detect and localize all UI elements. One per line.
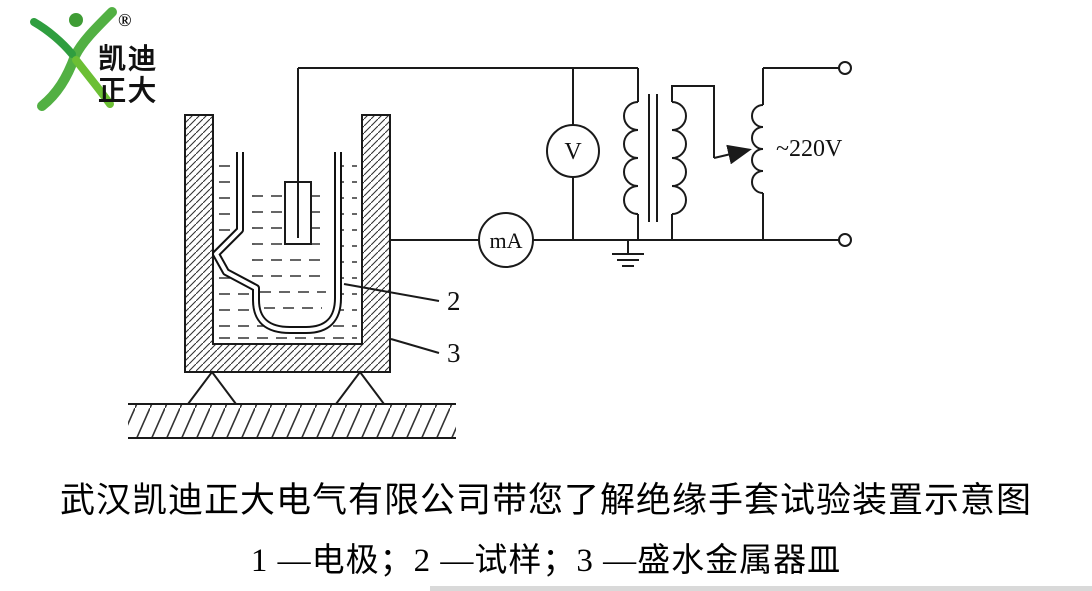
caption-legend: 1 —电极；2 —试样；3 —盛水金属器皿: [250, 543, 842, 579]
support-left: [186, 370, 238, 405]
voltmeter-dial: [546, 124, 600, 178]
supports-and-ground: [128, 370, 456, 439]
variac-coil: [751, 104, 764, 194]
part-label-vessel: 3: [447, 338, 461, 368]
part-label-sample: 2: [447, 286, 461, 316]
brand-logo-graphic: ® 凯迪 正大: [30, 7, 158, 111]
variac: [751, 104, 764, 194]
logo-figure-left-arm: [30, 18, 76, 58]
caption-block: 武汉凯迪正大电气有限公司带您了解绝缘手套试验装置示意图 1 —电极；2 —试样；…: [0, 472, 1092, 581]
voltmeter: V: [546, 124, 600, 178]
terminal-bottom: [838, 233, 852, 247]
brand-logo: ® 凯迪 正大: [14, 4, 184, 114]
vessel-hatched-walls: [185, 115, 390, 372]
transformer-secondary-coil: [671, 101, 687, 215]
milliammeter-label: mA: [490, 228, 523, 253]
circuit-diagram: mA V ~220V 2 3: [128, 61, 852, 439]
metal-vessel: [184, 114, 391, 373]
brand-name-line2: 正大: [98, 75, 158, 107]
wires: [297, 67, 839, 241]
logo-figure-right-leg: [72, 56, 114, 108]
wire-wiper-feed: [671, 85, 715, 158]
leader-line-sample: [343, 283, 440, 302]
caption-title: 武汉凯迪正大电气有限公司带您了解绝缘手套试验装置示意图: [59, 481, 1032, 520]
transformer: [623, 94, 687, 222]
glove-wall-inner: [214, 152, 340, 332]
milliammeter: mA: [478, 212, 534, 268]
transformer-primary-coil: [623, 101, 639, 215]
supply-terminals: [838, 61, 852, 247]
leader-line-vessel: [390, 338, 440, 354]
support-right: [334, 370, 386, 405]
glove-wall-outer: [212, 152, 342, 334]
terminal-top: [838, 61, 852, 75]
voltage-label: ~220V: [776, 136, 843, 162]
wiper-arrow: [713, 144, 752, 165]
glove-sample: [212, 152, 342, 334]
bottom-strip: [430, 586, 1092, 591]
brand-name-line1: 凯迪: [98, 43, 158, 75]
voltmeter-label: V: [564, 139, 582, 165]
milliammeter-dial: [478, 212, 534, 268]
registered-trademark-icon: ®: [118, 10, 131, 30]
part-labels: 2 3: [343, 283, 461, 368]
ground-hatch-band: [128, 404, 456, 438]
vessel-outline: [184, 114, 391, 373]
earth-ground-symbol: [612, 240, 644, 267]
logo-figure-head: [69, 13, 83, 27]
